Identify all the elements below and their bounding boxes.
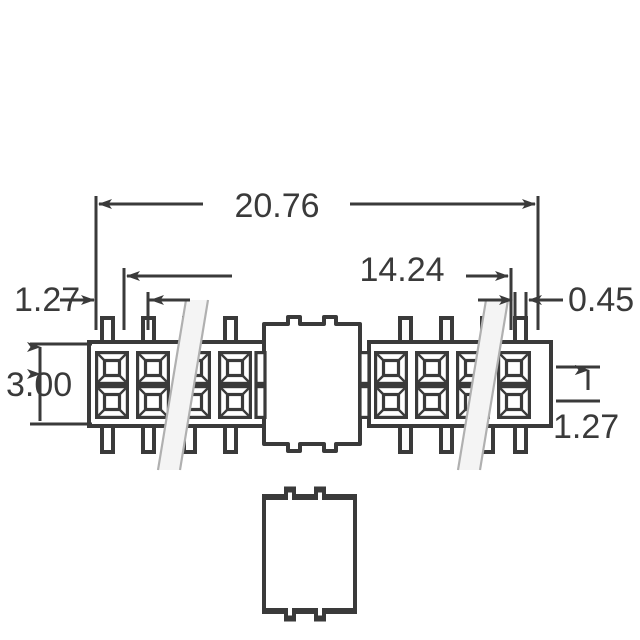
socket-partial-right <box>358 351 371 420</box>
center-keyway <box>262 486 357 622</box>
dimension-annotations: 20.76 14.24 1.27 <box>6 187 634 446</box>
dim-pin-width-label: 0.45 <box>568 281 634 319</box>
dim-row-pitch-label: 1.27 <box>553 408 619 446</box>
dim-pin-field-length-label: 14.24 <box>359 251 444 289</box>
dim-overall-length: 20.76 <box>94 187 540 330</box>
break-line-right <box>456 299 510 471</box>
dim-pin-field-length: 14.24 <box>122 251 513 330</box>
dim-edge-offset: 1.27 <box>14 281 190 330</box>
connector-part-geometry <box>87 299 553 622</box>
socket-partial-left <box>254 351 267 420</box>
dim-body-height-label: 3.00 <box>6 366 72 404</box>
dim-pin-width: 0.45 <box>478 281 634 330</box>
dim-row-pitch: 1.27 <box>553 365 619 446</box>
center-keyway-outline <box>262 315 362 453</box>
dim-overall-length-label: 20.76 <box>234 187 319 225</box>
dim-edge-offset-label: 1.27 <box>14 281 80 319</box>
dim-body-height: 3.00 <box>6 342 92 426</box>
break-line-left <box>156 299 210 471</box>
